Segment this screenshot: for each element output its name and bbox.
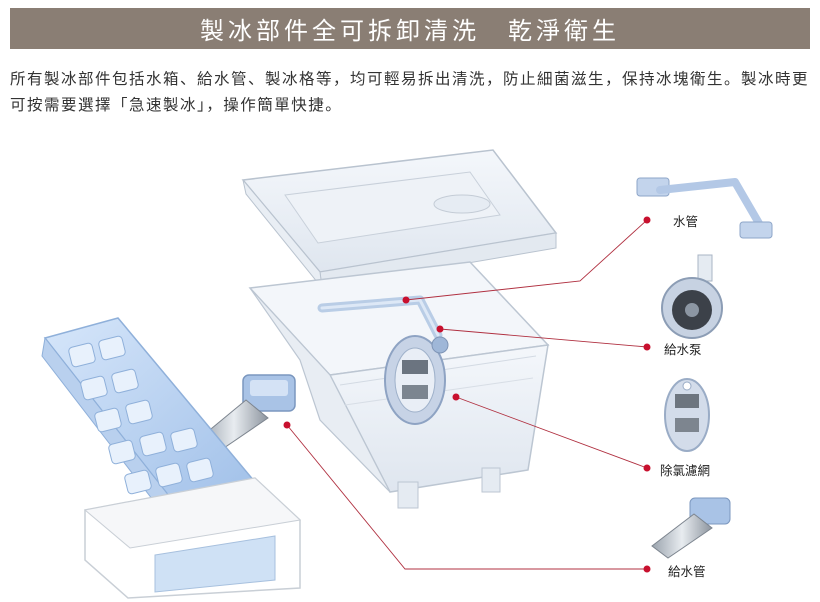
callout-label-feed-pipe: 給水管 bbox=[668, 564, 706, 579]
feed-pipe-icon bbox=[651, 497, 731, 559]
description-text: 所有製冰部件包括水箱、給水管、製冰格等，均可輕易拆出清洗，防止細菌滋生，保持冰塊… bbox=[10, 70, 810, 114]
callout-dots bbox=[283, 216, 651, 573]
banner-title: 製冰部件全可拆卸清洗 乾淨衛生 bbox=[200, 17, 620, 45]
title-banner: 製冰部件全可拆卸清洗 乾淨衛生 bbox=[10, 8, 810, 49]
ice-bin bbox=[83, 477, 302, 599]
tank-pump-filter bbox=[384, 335, 449, 425]
water-tank-lid bbox=[241, 149, 558, 290]
callout-label-chlorine-filter: 除氯濾網 bbox=[660, 463, 711, 478]
water-pipe-icon bbox=[636, 177, 773, 239]
callout-label-water-pipe: 水管 bbox=[673, 214, 699, 229]
chlorine-filter-icon bbox=[664, 378, 710, 452]
tank-pipe bbox=[317, 295, 443, 340]
callout-leaders bbox=[286, 219, 648, 570]
callout-label-water-pump: 給水泵 bbox=[664, 342, 702, 357]
water-pump-icon bbox=[661, 254, 723, 339]
ice-tray bbox=[41, 317, 262, 532]
